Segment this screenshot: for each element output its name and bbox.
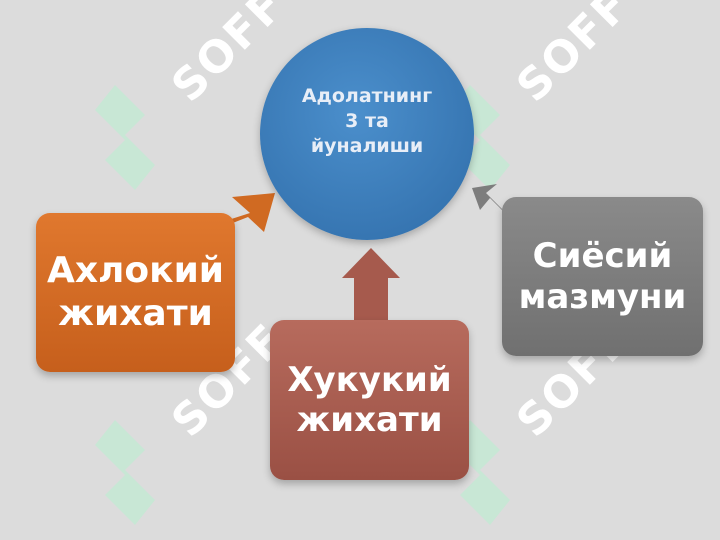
box-ethical-aspect: Ахлокий жихати (36, 213, 235, 372)
box-left-label: Ахлокий жихати (46, 250, 225, 334)
arrow-right-icon (472, 184, 508, 216)
box-right-label: Сиёсий мазмуни (518, 236, 687, 317)
hub-label: Адолатнинг 3 та йуналиши (301, 85, 433, 158)
hub-circle: Адолатнинг 3 та йуналиши (260, 28, 474, 240)
arrow-center-icon (342, 248, 400, 322)
box-center-label: Хукукий жихати (287, 359, 452, 440)
box-legal-aspect: Хукукий жихати (270, 320, 469, 480)
box-political-content: Сиёсий мазмуни (502, 197, 703, 356)
